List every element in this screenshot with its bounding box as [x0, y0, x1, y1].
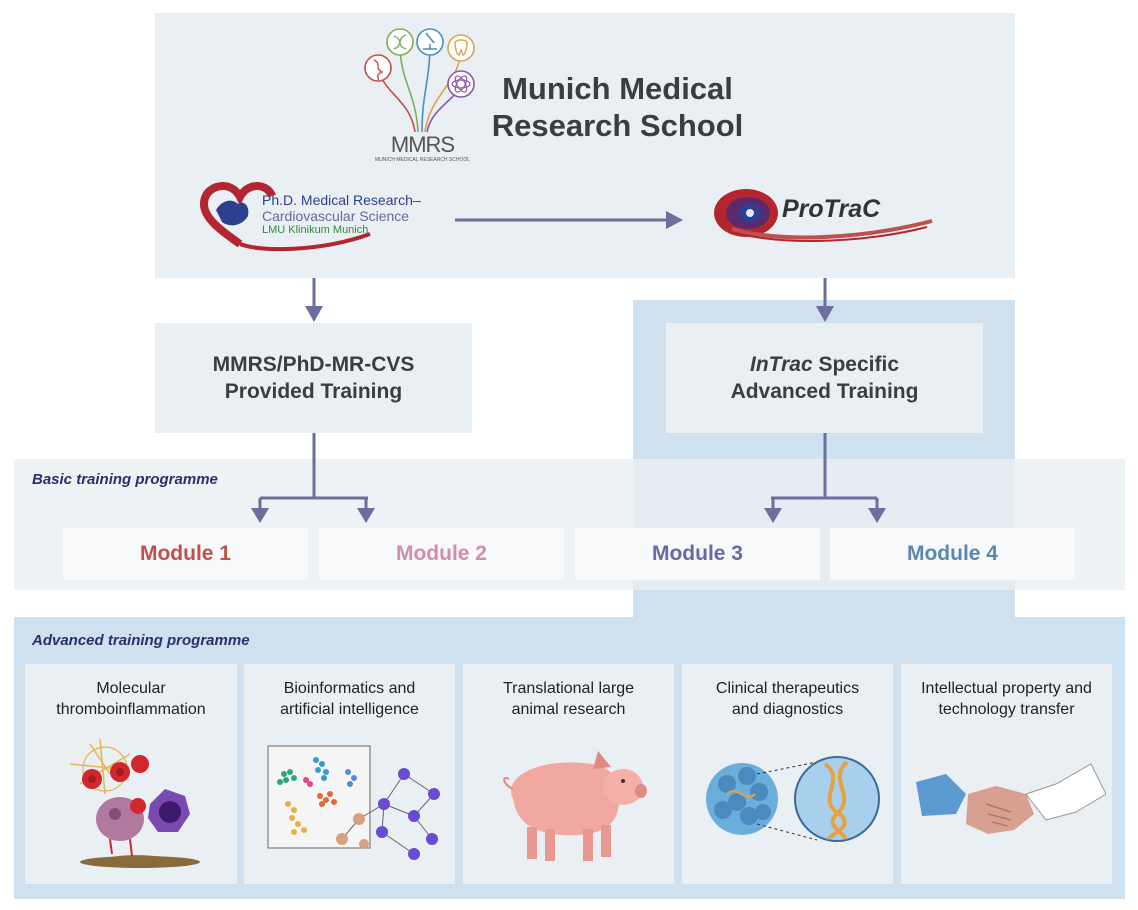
- card-bioinformatics: Bioinformatics and artificial intelligen…: [244, 664, 455, 884]
- advanced-training-line-2: Advanced Training: [730, 380, 919, 403]
- title-line-2: Research School: [491, 108, 744, 143]
- card-2-line-1: Bioinformatics and: [283, 680, 416, 697]
- card-5-line-1: Intellectual property and: [921, 680, 1092, 697]
- protrac-name: ProTraC: [782, 195, 881, 223]
- header-to-right-box-arrow: [816, 278, 834, 322]
- module-2: Module 2: [319, 528, 564, 580]
- header-to-left-box-arrow: [305, 278, 323, 322]
- card-clinical: Clinical therapeutics and diagnostics: [682, 664, 893, 884]
- cluster-network-icon: [267, 745, 440, 860]
- heart-icon: [200, 182, 371, 252]
- phd-line-3: LMU Klinikum Munich: [262, 224, 369, 236]
- module-3: Module 3: [575, 528, 820, 580]
- dna-icon: [386, 28, 414, 56]
- mmrs-acronym: MMRS: [390, 132, 455, 157]
- card-4-line-1: Clinical therapeutics: [715, 680, 860, 697]
- phd-logo: Ph.D. Medical Research– Cardiovascular S…: [200, 182, 450, 257]
- swirl-icon: [714, 189, 933, 242]
- module-4-label: Module 4: [906, 542, 998, 565]
- protrac-logo: ProTraC: [712, 183, 937, 253]
- right-box-to-modules-arrow: [764, 433, 886, 523]
- mmrs-logo: MMRS MUNICH MEDICAL RESEARCH SCHOOL: [360, 22, 485, 167]
- card-4-line-2: and diagnostics: [731, 701, 844, 718]
- left-box-to-modules-arrow: [251, 433, 375, 523]
- module-2-label: Module 2: [395, 542, 487, 565]
- provided-training-box: MMRS/PhD-MR-CVS Provided Training: [155, 323, 472, 433]
- mmrs-subtitle: MUNICH MEDICAL RESEARCH SCHOOL: [374, 157, 471, 163]
- provided-training-line-2: Provided Training: [224, 380, 403, 403]
- card-thromboinflammation: Molecular thromboinflammation: [25, 664, 237, 884]
- card-3-line-1: Translational large: [502, 680, 635, 697]
- page-title: Munich Medical Research School: [470, 70, 765, 144]
- card-2-line-2: artificial intelligence: [280, 701, 419, 718]
- phd-line-2: Cardiovascular Science: [262, 208, 410, 224]
- advanced-programme-label: Advanced training programme: [32, 632, 250, 649]
- module-4: Module 4: [830, 528, 1075, 580]
- atom-icon: [447, 70, 475, 98]
- basic-programme-label: Basic training programme: [32, 471, 218, 488]
- title-line-1: Munich Medical: [502, 71, 733, 106]
- module-1: Module 1: [63, 528, 308, 580]
- vessel-icon: [364, 54, 392, 82]
- phd-line-1: Ph.D. Medical Research–: [262, 192, 421, 208]
- handshake-icon: [916, 763, 1106, 834]
- card-large-animal: Translational large animal research: [463, 664, 674, 884]
- tooth-icon: [447, 34, 475, 62]
- nanoparticle-rna-icon: [706, 756, 880, 842]
- pig-icon: [503, 751, 647, 861]
- card-3-line-2: animal research: [511, 701, 626, 718]
- module-3-label: Module 3: [651, 542, 743, 565]
- thromboinflammation-icon: [69, 738, 200, 868]
- module-1-label: Module 1: [139, 542, 231, 565]
- microscope-icon: [416, 28, 444, 56]
- advanced-training-line-1: Specific: [812, 353, 900, 376]
- provided-training-line-1: MMRS/PhD-MR-CVS: [212, 353, 415, 376]
- card-5-line-2: technology transfer: [938, 701, 1075, 718]
- card-ip-transfer: Intellectual property and technology tra…: [901, 664, 1112, 884]
- intrac-name: InTrac: [749, 353, 813, 376]
- phd-to-protrac-arrow: [455, 211, 683, 229]
- card-1-line-1: Molecular: [96, 680, 166, 697]
- card-1-line-2: thromboinflammation: [56, 701, 206, 718]
- advanced-training-box: InTrac Specific Advanced Training: [666, 323, 983, 433]
